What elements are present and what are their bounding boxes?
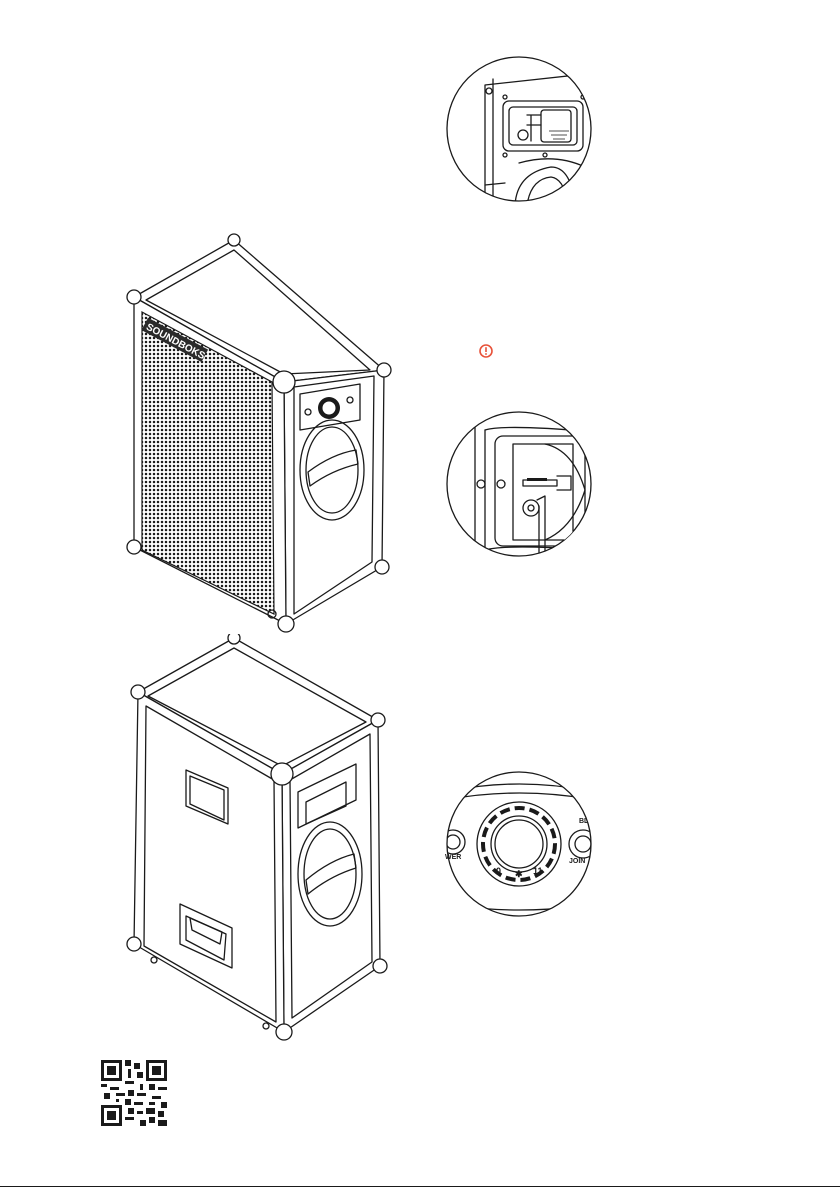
speaker-front-illustration: SOUNDBOKS [124, 232, 394, 634]
top-right-label: BL [579, 818, 588, 825]
scale-max-label: 11 [533, 866, 543, 876]
battery-slot-detail [445, 55, 593, 203]
battery-lock-detail [445, 410, 593, 558]
speaker-back-illustration [124, 634, 394, 1046]
bluetooth-icon: ✱ [515, 869, 523, 880]
qr-code-icon [101, 1060, 167, 1126]
page-bottom-rule [0, 1186, 840, 1187]
join-label: JOIN [569, 858, 585, 865]
power-label: WER [445, 854, 461, 861]
volume-knob-detail: WER JOIN BL 0 ✱ 11 [445, 770, 593, 918]
warning-icon [479, 344, 493, 358]
scale-min-label: 0 [496, 866, 501, 876]
